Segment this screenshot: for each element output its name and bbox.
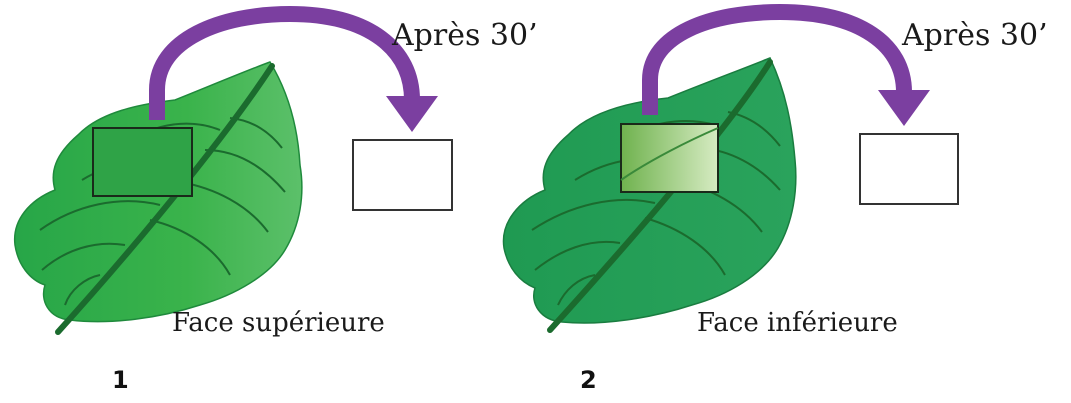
curved-arrow-icon <box>642 3 930 126</box>
panel-1 <box>14 5 453 335</box>
result-square <box>859 133 959 205</box>
result-square <box>352 139 453 211</box>
panel-number-2: 2 <box>580 366 597 394</box>
leaf-vein <box>620 127 719 181</box>
curved-arrow-icon <box>149 5 438 132</box>
panel-number-1: 1 <box>112 366 129 394</box>
time-label-1: Après 30’ <box>392 18 538 53</box>
face-label-2: Face inférieure <box>697 308 898 338</box>
face-label-1: Face supérieure <box>172 308 385 338</box>
tested-square <box>92 127 193 197</box>
time-label-2: Après 30’ <box>902 18 1048 53</box>
panel-2 <box>502 3 959 333</box>
